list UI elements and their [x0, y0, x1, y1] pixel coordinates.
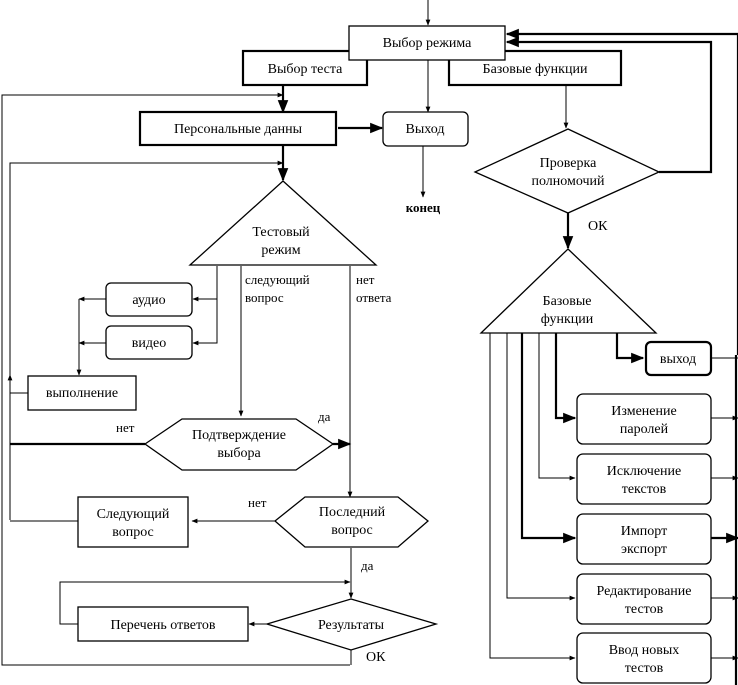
auth-check-label-1: Проверка [540, 156, 597, 171]
edit-tests-label-1: Редактирование [596, 584, 691, 599]
ok-results-label: ОК [366, 650, 386, 665]
connector [59, 579, 351, 625]
no-answer-label-1: нет [356, 272, 375, 287]
next-question-branch-label-2: вопрос [245, 290, 284, 305]
test-mode-label-1: Тестовый [252, 225, 310, 240]
test-mode-label-2: режим [261, 243, 300, 258]
connector [192, 299, 218, 346]
exit-label: Выход [406, 122, 445, 137]
exit-small-label: выход [660, 352, 696, 367]
import-export-label-1: Импорт [621, 524, 667, 539]
mode-select-node[interactable]: Выбор режима [348, 25, 506, 61]
auth-check-node[interactable]: Проверка полномочий [473, 128, 661, 214]
connector [538, 333, 576, 481]
connector [520, 333, 577, 544]
base-functions-label-2: функции [541, 312, 594, 327]
change-passwords-node[interactable]: Изменение паролей [576, 393, 712, 445]
exit-small-node[interactable]: выход [644, 340, 713, 377]
answers-list-label: Перечень ответов [110, 618, 215, 633]
next-question-label-1: Следующий [97, 507, 170, 522]
import-export-label-2: экспорт [621, 542, 667, 557]
connector-right-return [505, 28, 738, 355]
next-question-node[interactable]: Следующий вопрос [77, 496, 189, 548]
exit-node[interactable]: Выход [382, 111, 469, 147]
personal-data-node[interactable]: Персональные данны [138, 110, 338, 147]
last-question-label-2: вопрос [331, 523, 373, 538]
audio-node[interactable]: аудио [105, 282, 193, 317]
yes-confirm-label: да [318, 409, 331, 424]
next-question-label-2: вопрос [112, 525, 154, 540]
confirm-choice-label-1: Подтверждение [192, 428, 286, 443]
answers-list-node[interactable]: Перечень ответов [77, 606, 249, 642]
connector [554, 333, 577, 424]
last-question-node[interactable]: Последний вопрос [273, 496, 430, 548]
change-passwords-label-2: паролей [620, 422, 669, 437]
mode-select-label: Выбор режима [383, 36, 473, 51]
no-last-label: нет [248, 495, 267, 510]
results-node[interactable]: Результаты [264, 598, 439, 651]
yes-last-label: да [361, 558, 374, 573]
exclude-tests-label-2: текстов [622, 482, 667, 497]
exclude-tests-node[interactable]: Исключение текстов [576, 453, 712, 505]
connector-results-ok-loop [1, 92, 350, 666]
connector-auth-fail [505, 36, 713, 174]
next-question-branch-label-1: следующий [245, 272, 310, 287]
execution-node[interactable]: выполнение [27, 375, 137, 411]
execution-label: выполнение [46, 386, 118, 401]
confirm-choice-label-2: выбора [217, 446, 261, 461]
video-label: видео [132, 336, 166, 351]
last-question-label-1: Последний [319, 505, 386, 520]
confirm-choice-node[interactable]: Подтверждение выбора [143, 418, 335, 471]
personal-data-label: Персональные данны [174, 122, 303, 137]
audio-label: аудио [132, 293, 165, 308]
ok-auth-label: ОК [588, 219, 608, 234]
base-functions-label-1: Базовые [543, 294, 592, 309]
test-mode-node[interactable]: Тестовый режим [188, 180, 378, 266]
base-functions-node[interactable]: Базовые функции [479, 248, 658, 334]
edit-tests-node[interactable]: Редактирование тестов [576, 573, 712, 625]
import-export-node[interactable]: Импорт экспорт [576, 513, 712, 565]
new-tests-label-2: тестов [625, 661, 664, 676]
connector [506, 333, 576, 601]
edit-tests-label-2: тестов [625, 602, 664, 617]
connector [615, 333, 645, 364]
end-label: конец [406, 200, 441, 215]
no-confirm-label: нет [116, 420, 135, 435]
connector [489, 333, 576, 661]
auth-check-label-2: полномочий [531, 174, 605, 189]
new-tests-node[interactable]: Ввод новых тестов [576, 632, 712, 684]
change-passwords-label-1: Изменение [611, 404, 676, 419]
test-select-node[interactable]: Выбор теста [241, 49, 369, 87]
video-node[interactable]: видео [105, 325, 193, 360]
new-tests-label-1: Ввод новых [609, 643, 680, 658]
no-answer-label-2: ответа [356, 290, 392, 305]
test-select-label: Выбор теста [268, 62, 344, 77]
results-label: Результаты [318, 618, 385, 633]
base-functions-top-label: Базовые функции [483, 62, 588, 77]
connector [192, 266, 218, 302]
exclude-tests-label-1: Исключение [607, 464, 682, 479]
